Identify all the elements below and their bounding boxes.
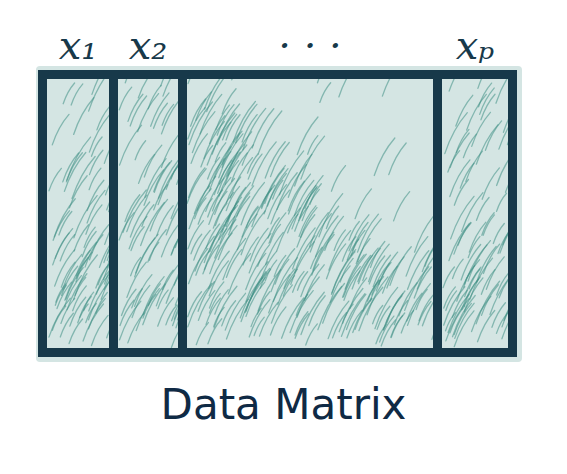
column-label: x₁ [59, 25, 98, 65]
column-divider [109, 70, 118, 357]
matrix-column: x₂ [118, 79, 178, 348]
column-label: xₚ [456, 25, 495, 65]
matrix-column: xₚ [442, 79, 508, 348]
column-divider [178, 70, 187, 357]
matrix-wash [36, 66, 522, 362]
hatching [119, 79, 178, 347]
column-label: x₂ [129, 25, 168, 65]
matrix-column: · · · [187, 79, 433, 348]
diagram-title: Data Matrix [0, 382, 567, 428]
matrix-column: x₁ [47, 79, 109, 348]
column-label: · · · [278, 25, 342, 65]
hatching [187, 79, 433, 346]
column-divider [433, 70, 442, 357]
hatching [443, 79, 508, 347]
hatching [49, 79, 109, 346]
